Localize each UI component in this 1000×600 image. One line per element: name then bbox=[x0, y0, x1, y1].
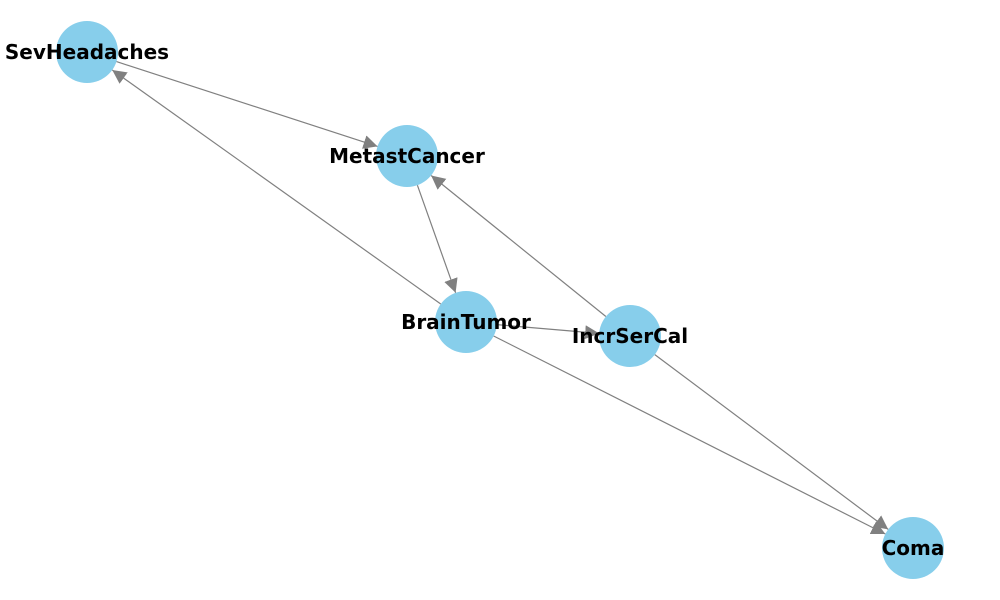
edge-incrsercal-to-coma bbox=[654, 354, 889, 530]
node-circle-metastcancer[interactable] bbox=[376, 125, 438, 187]
edge-metastcancer-to-braintumor bbox=[416, 185, 458, 293]
edge-braintumor-to-coma bbox=[493, 335, 886, 535]
node-label-sevheadaches: SevHeadaches bbox=[5, 40, 169, 64]
node-label-braintumor: BrainTumor bbox=[401, 310, 531, 334]
edge-braintumor-to-sevheadaches bbox=[111, 69, 442, 305]
node-circle-braintumor[interactable] bbox=[435, 291, 497, 353]
edges-layer bbox=[111, 61, 889, 535]
nodes-layer: SevHeadachesMetastCancerBrainTumorIncrSe… bbox=[5, 21, 944, 579]
node-circle-sevheadaches[interactable] bbox=[56, 21, 118, 83]
node-coma[interactable]: Coma bbox=[882, 517, 945, 579]
node-label-metastcancer: MetastCancer bbox=[329, 144, 485, 168]
node-metastcancer[interactable]: MetastCancer bbox=[329, 125, 485, 187]
node-sevheadaches[interactable]: SevHeadaches bbox=[5, 21, 169, 83]
node-incrsercal[interactable]: IncrSerCal bbox=[572, 305, 688, 367]
node-circle-incrsercal[interactable] bbox=[599, 305, 661, 367]
node-circle-coma[interactable] bbox=[882, 517, 944, 579]
node-label-incrsercal: IncrSerCal bbox=[572, 324, 688, 348]
node-label-coma: Coma bbox=[882, 536, 945, 560]
node-braintumor[interactable]: BrainTumor bbox=[401, 291, 531, 353]
edge-sevheadaches-to-metastcancer bbox=[116, 61, 378, 149]
edge-braintumor-to-incrsercal bbox=[496, 324, 600, 340]
edge-incrsercal-to-metastcancer bbox=[430, 175, 607, 317]
